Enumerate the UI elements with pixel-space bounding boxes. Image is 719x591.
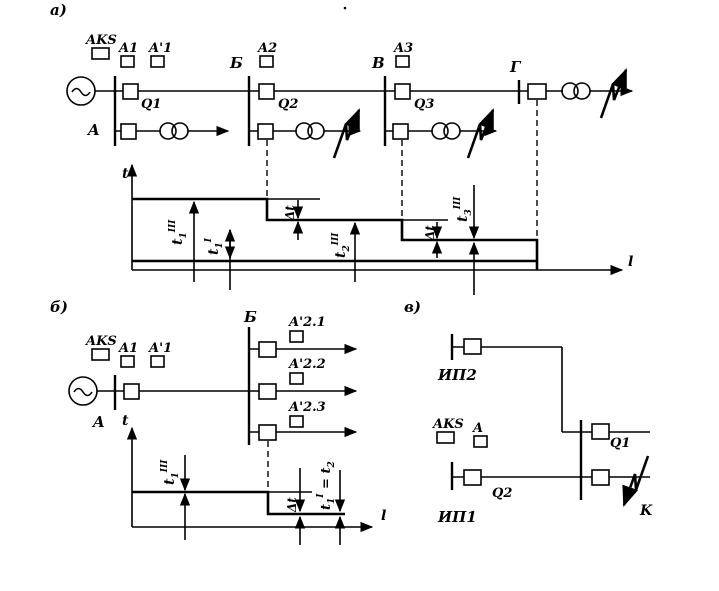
transformer-b-icon (295, 122, 313, 140)
axis-l-a-label: l (628, 254, 633, 270)
aks-b-relay-box (91, 348, 110, 361)
a2-label: A2 (256, 41, 277, 56)
b-t1-eq-t2-label: t1I = t2 (316, 461, 337, 510)
v-a-label: A (471, 421, 483, 436)
axis-t-b-label: t (122, 413, 129, 429)
fault-arrow-v-icon (466, 108, 495, 159)
v-aks-relay-box (436, 431, 455, 444)
a23-relay-box (289, 415, 304, 428)
panel-a-label: а) (50, 1, 67, 19)
a1-prime-relay-box (150, 55, 165, 68)
a22-relay-box (289, 372, 304, 385)
panel-a: а) AKS A1 A'1 A2 A3 A Б В Г Q1 Q2 Q3 (50, 1, 633, 295)
bus-a-label: A (86, 121, 100, 139)
bus-v-label: В (371, 54, 385, 72)
a1p-b-label: A'1 (147, 341, 172, 356)
t3-iii-label: t3III (453, 196, 474, 222)
panel-b: б) AKS A1 A'1 A Б A'2.1 A'2.2 A'2.3 t l (50, 298, 386, 545)
b-t1-iii-label: t1III (160, 459, 181, 485)
aks-label: AKS (84, 33, 117, 48)
bus-a-b-label: A (91, 413, 105, 431)
aks-relay-box (91, 47, 110, 60)
transformer-a-icon (159, 122, 177, 140)
breaker-b-main (123, 383, 140, 400)
breaker-q2 (258, 83, 275, 100)
a21-relay-box (289, 330, 304, 343)
a1-b-label: A1 (117, 341, 138, 356)
fault-k-label: K (639, 503, 653, 519)
transformer-g-icon (561, 82, 579, 100)
ip2-breaker (463, 338, 482, 355)
dt1-label: Δt (283, 205, 297, 221)
axis-l-b-label: l (381, 508, 386, 524)
fault-arrow-b-icon (332, 108, 361, 159)
stray-dot (343, 6, 347, 10)
t2-iii-label: t2III (331, 232, 352, 258)
fault-arrow-g-icon (599, 68, 628, 119)
v-aks-label: AKS (431, 417, 464, 432)
ip1-label: ИП1 (437, 508, 477, 526)
a3-relay-box (395, 55, 410, 68)
q3-label: Q3 (414, 97, 434, 112)
a1-b-relay-box (120, 355, 135, 368)
b-stage3-characteristic (132, 490, 345, 516)
panel-b-label: б) (50, 298, 68, 316)
a1-prime-label: A'1 (147, 41, 172, 56)
v-q2-label: Q2 (492, 486, 512, 501)
breaker-b-feeder2 (258, 383, 277, 400)
t1-iii-label: t1III (168, 219, 189, 245)
bus-b-label: Б (229, 54, 243, 72)
breaker-b-feeder1 (258, 341, 277, 358)
panel-v-label: в) (404, 298, 421, 316)
bus-g-label: Г (509, 58, 522, 76)
breaker-v-branch (392, 123, 409, 140)
ip1-breaker (463, 469, 482, 486)
breaker-a-branch (120, 123, 137, 140)
transformer-v-icon (431, 122, 449, 140)
v-breaker-q-right (591, 469, 610, 486)
b-dt-label: Δt (285, 497, 299, 513)
ip2-label: ИП2 (437, 366, 477, 384)
panel-v: в) ИП2 Q1 AKS A Q2 ИП1 K (404, 298, 653, 526)
a23-label: A'2.3 (287, 400, 326, 415)
breaker-b-branch (257, 123, 274, 140)
a1-relay-box (120, 55, 135, 68)
dt2-label: Δt (423, 225, 437, 241)
fault-arrow-k-icon (622, 455, 650, 507)
aks-b-label: AKS (84, 334, 117, 349)
t1-i-label: t1I (204, 237, 225, 255)
a21-label: A'2.1 (287, 315, 326, 330)
a3-label: A3 (392, 41, 413, 56)
breaker-q3 (394, 83, 411, 100)
q1-label: Q1 (141, 97, 161, 112)
a22-label: A'2.2 (287, 357, 326, 372)
breaker-g (527, 83, 547, 100)
v-q1-label: Q1 (610, 436, 630, 451)
v-breaker-q1 (591, 423, 610, 440)
v-a-relay-box (473, 435, 488, 448)
generator-symbol (71, 87, 91, 97)
bus-b-b-label: Б (243, 308, 257, 326)
breaker-q1 (122, 83, 139, 100)
breaker-b-feeder3 (258, 424, 277, 441)
a2-relay-box (259, 55, 274, 68)
q2-label: Q2 (278, 97, 298, 112)
axis-t-a-label: t (122, 166, 129, 182)
a1-label: A1 (117, 41, 138, 56)
a1p-b-relay-box (150, 355, 165, 368)
